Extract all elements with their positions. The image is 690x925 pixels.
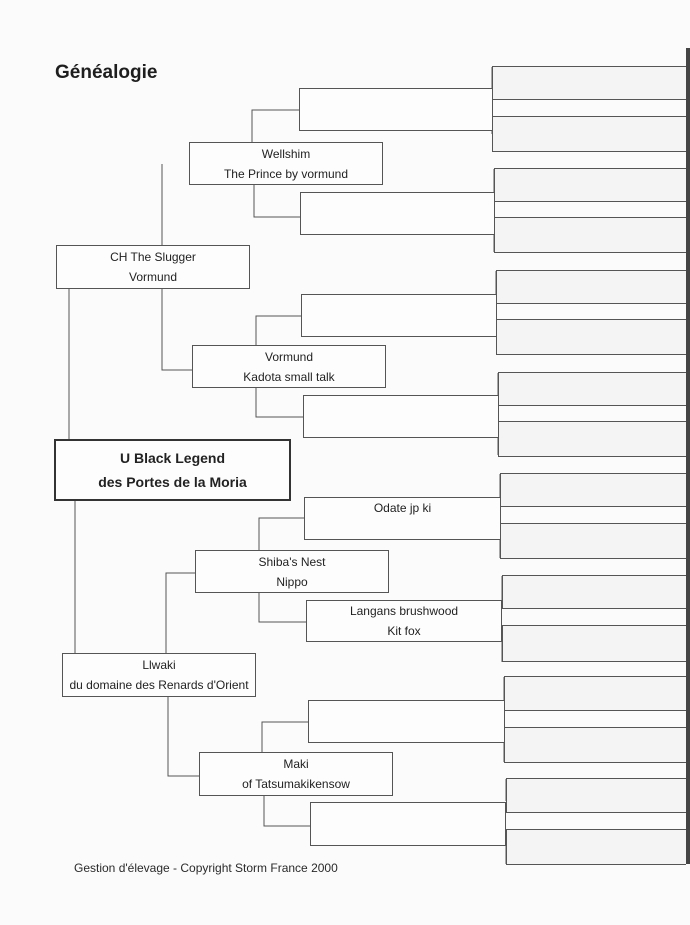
grandparent-name: Maki [283, 757, 309, 771]
grandparent-kennel: The Prince by vormund [223, 166, 349, 181]
fourth-generation-box [500, 523, 686, 559]
grandparent-name: Vormund [264, 349, 314, 364]
great-grandparent-kennel: Kit fox [387, 624, 421, 638]
subject-kennel: des Portes de la Moria [98, 474, 247, 490]
fourth-generation-box [500, 473, 686, 507]
fourth-generation-box [494, 168, 686, 202]
fourth-generation-box [496, 319, 686, 355]
grandparent-box-dam-sire: Shiba's Nest Nippo [195, 550, 389, 593]
fourth-generation-box [504, 676, 686, 711]
grandparent-kennel: of Tatsumakikensow [242, 777, 350, 791]
great-grandparent-box [299, 88, 493, 131]
subject-box: U Black Legend des Portes de la Moria [54, 439, 291, 501]
fourth-generation-box [502, 575, 686, 609]
dam-kennel: du domaine des Renards d'Orient [69, 678, 249, 692]
copyright-footer: Gestion d'élevage - Copyright Storm Fran… [74, 861, 338, 875]
dam-name: Llwaki [142, 658, 176, 672]
page-edge-shadow [686, 48, 690, 864]
grandparent-kennel: Kadota small talk [243, 369, 335, 384]
fourth-generation-box [498, 372, 686, 406]
dam-box: Llwaki du domaine des Renards d'Orient [62, 653, 256, 697]
sire-box: CH The Slugger Vormund [56, 245, 250, 289]
grandparent-name: Shiba's Nest [258, 554, 326, 569]
subject-name: U Black Legend [119, 450, 226, 466]
fourth-generation-box [496, 270, 686, 304]
great-grandparent-box [303, 395, 499, 438]
fourth-generation-box [506, 778, 686, 813]
grandparent-kennel: Nippo [276, 574, 308, 589]
fourth-generation-box [506, 829, 686, 865]
grandparent-box-sire-sire: Wellshim The Prince by vormund [189, 142, 383, 185]
fourth-generation-box [498, 421, 686, 457]
great-grandparent-box: Odate jp ki [304, 497, 501, 540]
fourth-generation-box [504, 727, 686, 763]
sire-name: CH The Slugger [110, 250, 196, 264]
great-grandparent-name: Langans brushwood [349, 604, 459, 618]
page-title: Généalogie [55, 62, 158, 83]
great-grandparent-name: Odate jp ki [373, 501, 432, 515]
great-grandparent-box [301, 294, 497, 337]
great-grandparent-box [308, 700, 505, 743]
great-grandparent-box: Langans brushwood Kit fox [306, 600, 502, 642]
great-grandparent-box [300, 192, 495, 235]
grandparent-box-dam-dam: Maki of Tatsumakikensow [199, 752, 393, 796]
fourth-generation-box [492, 116, 686, 152]
fourth-generation-box [492, 66, 686, 100]
fourth-generation-box [502, 625, 686, 662]
grandparent-name: Wellshim [261, 146, 311, 161]
sire-kennel: Vormund [128, 270, 178, 284]
great-grandparent-box [310, 802, 506, 846]
fourth-generation-box [494, 217, 686, 253]
grandparent-box-sire-dam: Vormund Kadota small talk [192, 345, 386, 388]
